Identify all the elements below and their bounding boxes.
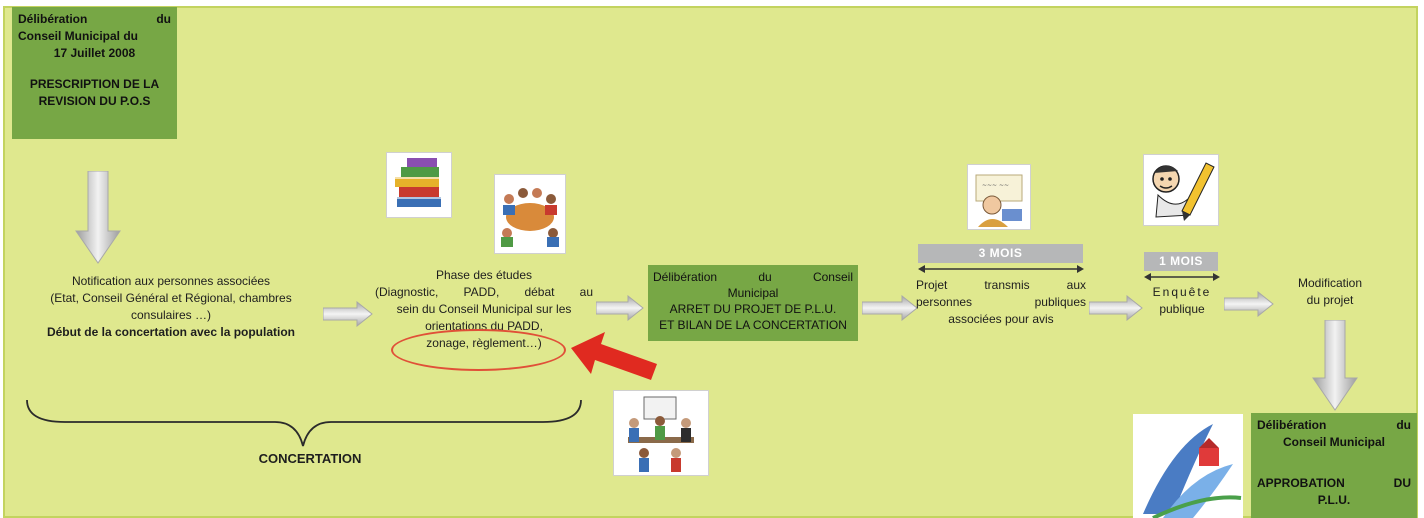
etudes-line3: sein du Conseil Municipal sur les	[396, 302, 572, 316]
concertation-brace	[25, 396, 585, 452]
notification-line1: Notification aux personnes associées	[71, 274, 271, 288]
approbation-box-line1-left: Délibération	[1257, 418, 1327, 432]
etudes-line2: (Diagnostic, PADD, débat au	[375, 285, 593, 299]
arret-box-line3: ARRET DU PROJET DE P.L.U.	[669, 302, 837, 316]
approbation-box-line4: P.L.U.	[1317, 493, 1351, 507]
arret-box-line1-b: du	[758, 270, 772, 284]
notification-line3: consulaires …)	[130, 308, 212, 322]
prescription-box-line3: 17 Juillet 2008	[53, 46, 136, 60]
reading-person-icon: ~~~ ~~	[967, 164, 1031, 230]
prescription-box-line5: REVISION DU P.O.S	[38, 94, 151, 108]
red-arrow-icon	[569, 330, 661, 386]
prescription-box-line1-left: Délibération	[18, 12, 88, 26]
prescription-box: Délibération du Conseil Municipal du 17 …	[12, 7, 177, 139]
modification-text: Modification du projet	[1275, 275, 1385, 309]
right-arrow-3	[862, 295, 918, 321]
etudes-line1: Phase des études	[435, 268, 533, 282]
prescription-box-line4: PRESCRIPTION DE LA	[29, 77, 160, 91]
prescription-box-line1: Délibération du	[18, 11, 171, 28]
prescription-box-spacer	[18, 62, 171, 76]
approbation-box-line3-left: APPROBATION	[1257, 476, 1345, 490]
three-months-text: Projet transmis aux personnes publiques …	[916, 277, 1086, 328]
three-months-line3: associées pour avis	[948, 312, 1054, 326]
down-arrow-2	[1311, 320, 1359, 412]
modification-line2: du projet	[1306, 293, 1354, 307]
writing-pencil-icon	[1143, 154, 1219, 226]
approbation-box-line1-right: du	[1396, 418, 1411, 432]
one-month-label: 1 MOIS	[1144, 252, 1218, 271]
notification-line2: (Etat, Conseil Général et Régional, cham…	[50, 291, 292, 305]
arret-box-line4: ET BILAN DE LA CONCERTATION	[659, 318, 847, 332]
three-months-span-arrow	[918, 264, 1084, 274]
one-month-line1: Enquête	[1152, 285, 1212, 299]
arret-box-line1-a: Délibération	[653, 270, 718, 284]
right-arrow-5	[1224, 291, 1274, 317]
approbation-box-spacer	[1257, 451, 1411, 475]
prescription-box-line1-right: du	[156, 12, 171, 26]
right-arrow-1	[323, 301, 373, 327]
notification-text: Notification aux personnes associées (Et…	[21, 273, 321, 341]
arret-box: Délibération du Conseil Municipal ARRET …	[648, 265, 858, 341]
concertation-label: CONCERTATION	[258, 451, 362, 466]
highlight-ellipse	[391, 329, 566, 371]
approbation-box-line2: Conseil Municipal	[1282, 435, 1385, 449]
approbation-box-line1: Délibération du	[1257, 417, 1411, 434]
right-arrow-4	[1089, 295, 1143, 321]
arret-box-line1: Délibération du Conseil	[653, 269, 853, 285]
prescription-box-line2: Conseil Municipal du	[18, 29, 139, 43]
books-icon	[386, 152, 452, 218]
one-month-span-arrow	[1144, 272, 1220, 282]
down-arrow-1	[74, 171, 122, 265]
meeting-icon	[494, 174, 566, 254]
diagram-panel: Délibération du Conseil Municipal du 17 …	[3, 6, 1418, 518]
approbation-box: Délibération du Conseil Municipal APPROB…	[1251, 413, 1417, 518]
three-months-line2: personnes publiques	[916, 295, 1086, 309]
team-meeting-icon	[613, 390, 709, 476]
approbation-box-line3-right: DU	[1393, 476, 1411, 490]
notification-line4: Début de la concertation avec la populat…	[46, 325, 296, 339]
modification-line1: Modification	[1297, 276, 1363, 290]
three-months-label: 3 MOIS	[918, 244, 1083, 263]
three-months-line1: Projet transmis aux	[916, 278, 1086, 292]
one-month-text: Enquête publique	[1144, 284, 1220, 318]
approbation-box-line3: APPROBATION DU	[1257, 475, 1411, 492]
svg-text:~~~ ~~: ~~~ ~~	[982, 182, 1009, 189]
one-month-line2: publique	[1159, 302, 1205, 316]
arret-box-line1-c: Conseil	[812, 270, 853, 284]
right-arrow-2	[596, 295, 644, 321]
town-logo-icon	[1133, 414, 1243, 518]
arret-box-line2: Municipal	[727, 286, 779, 300]
